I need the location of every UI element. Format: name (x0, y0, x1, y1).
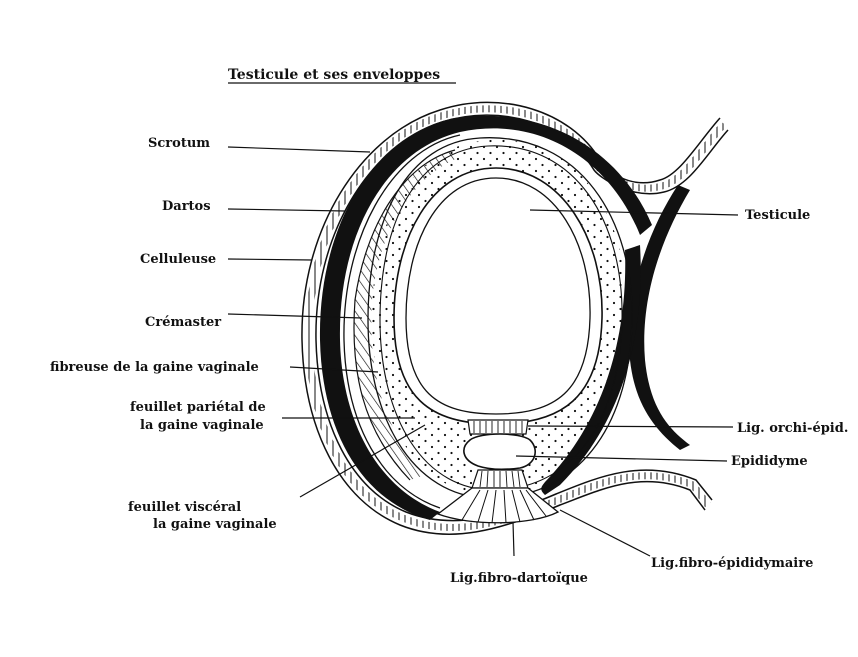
label-fibro-dartoic-ligament: Lig.fibro-dartoïque (450, 571, 588, 586)
figure-title: Testicule et ses enveloppes (228, 67, 440, 83)
figure-title-group: Testicule et ses enveloppes (228, 67, 456, 83)
label-visceral-line-1: feuillet viscéral (128, 500, 241, 515)
orchi-epididymal-ligament (468, 420, 528, 434)
label-parietal-line-2: la gaine vaginale (140, 418, 264, 433)
epididymis (464, 434, 535, 469)
label-scrotum: Scrotum (148, 136, 210, 151)
label-dartos: Dartos (162, 199, 211, 214)
label-testicle: Testicule (745, 208, 810, 223)
label-fibrous-sheath: fibreuse de la gaine vaginale (50, 360, 259, 375)
label-epididymis: Epididyme (731, 454, 808, 469)
label-celluleuse: Celluleuse (140, 252, 216, 267)
fibro-dartoic-ligament (438, 488, 558, 523)
fibro-epididymal-band (472, 470, 528, 488)
label-visceral-line-2: la gaine vaginale (153, 517, 277, 532)
label-fibro-epididymal-ligament: Lig.fibro-épididymaire (651, 556, 813, 571)
label-cremaster: Crémaster (145, 315, 221, 330)
label-orchi-epididymal-ligament: Lig. orchi-épid. (737, 421, 848, 436)
label-parietal-line-1: feuillet pariétal de (130, 400, 266, 415)
